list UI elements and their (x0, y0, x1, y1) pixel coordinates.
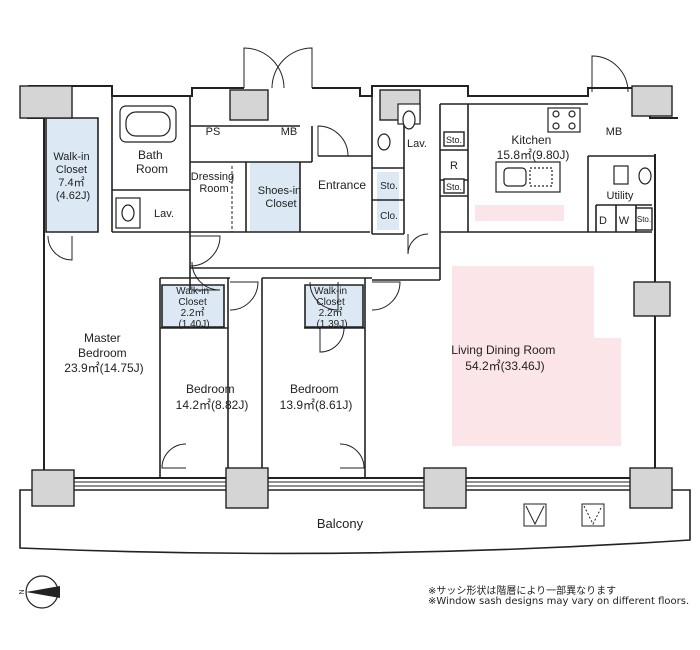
sto-fill (377, 172, 399, 230)
note-en: ※Window sash designs may vary on differe… (428, 596, 690, 607)
shoes-closet-label: Shoes-in Closet (258, 185, 304, 210)
walkin-closet-main-label: Walk-in Closet 7.4㎡ (4.62J) (53, 151, 92, 202)
sto-k1-label: Sto. (446, 135, 462, 145)
fixtures (115, 103, 652, 229)
stove (547, 107, 581, 133)
balcony-slab (19, 489, 691, 555)
balcony-label: Balcony (317, 516, 364, 531)
walkin-closet-a-label: Walk-in Closet 2.2㎡ (1.40J) (176, 286, 212, 330)
dryer-label: D (599, 215, 607, 227)
washer-label: W (619, 215, 630, 227)
sto-u-label: Sto. (637, 215, 651, 224)
mb-right-label: MB (606, 126, 623, 138)
note-jp: ※サッシ形状は階層により一部異なります (428, 586, 617, 597)
kitchen-label: Kitchen 15.8㎡(9.80J) (497, 133, 570, 162)
walkin-b-fill (305, 285, 363, 327)
compass-rose: N (19, 575, 60, 609)
bedroom-1-label: Bedroom 14.2㎡(8.82J) (176, 382, 249, 412)
columns (19, 85, 673, 509)
door-swings (47, 47, 629, 469)
storage-boxes (443, 131, 653, 231)
room-labels: Walk-in Closet 7.4㎡ (4.62J) Bath Room La… (53, 126, 651, 531)
living-dining-room-label: Living Dining Room 54.2㎡(33.46J) (451, 343, 558, 373)
lav-left-label: Lav. (154, 208, 174, 220)
windows (74, 481, 630, 487)
walkin-closet-b-label: Walk-in Closet 2.2㎡ (1.39J) (314, 286, 350, 330)
shoes-closet-fill (250, 162, 300, 232)
bath-room-label: Bath Room (136, 148, 168, 176)
kitchen-highlight (475, 205, 564, 221)
clo-label: Clo. (380, 211, 398, 222)
living-highlight-right (594, 338, 621, 446)
closet-shelves (97, 118, 233, 232)
master-bedroom-label: Master Bedroom 23.9㎡(14.75J) (64, 331, 143, 375)
mb-top-label: MB (281, 126, 298, 138)
dressing-room-label: Dressing Room (191, 171, 237, 195)
lav-top-label: Lav. (407, 138, 427, 150)
entrance-label: Entrance (318, 178, 366, 192)
living-highlight (452, 266, 594, 446)
ps-label: PS (206, 126, 221, 138)
balcony-vents (523, 503, 605, 527)
utility-label: Utility (607, 190, 634, 202)
sto-k2-label: Sto. (446, 182, 462, 192)
bedroom-2-label: Bedroom 13.9㎡(8.61J) (280, 382, 353, 412)
compass-north-label: N (19, 589, 26, 594)
r-label: R (450, 160, 458, 172)
walkin-closet-fill (46, 118, 98, 232)
sto-a-label: Sto. (380, 181, 398, 192)
interior-walls (45, 96, 655, 478)
walkin-a-fill (162, 285, 224, 327)
